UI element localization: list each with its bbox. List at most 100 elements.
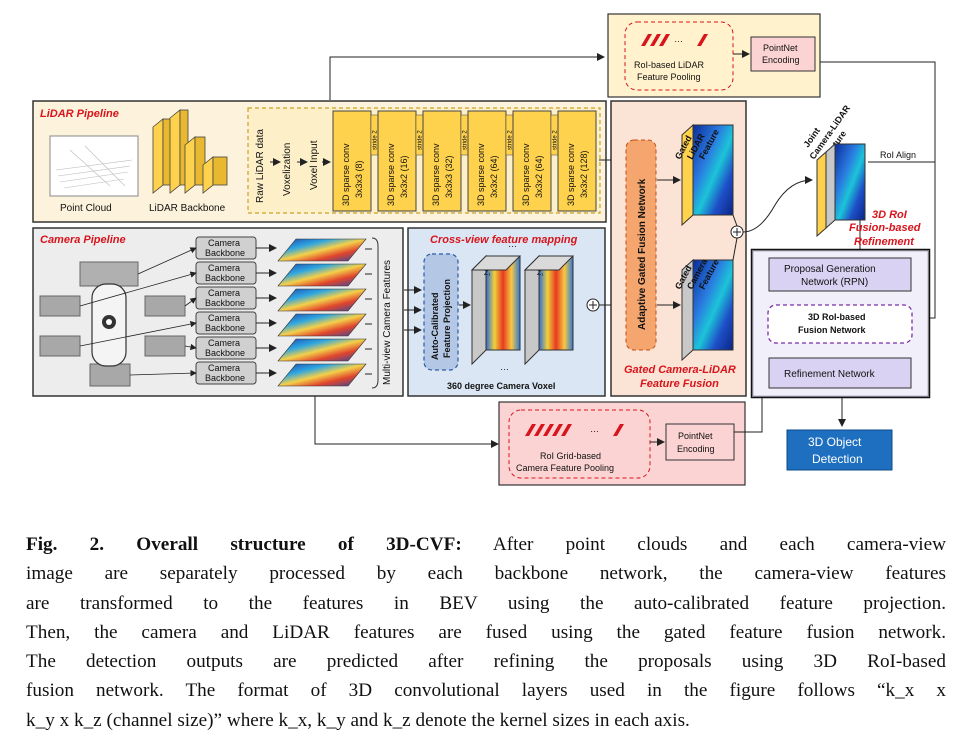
refine-title-1: 3D RoI (872, 209, 908, 221)
lidar-roi-ellipsis: … (674, 34, 683, 44)
caption-text-1: After point clouds and each camera-view (492, 534, 947, 555)
caption-line-3: are transformed to the features in BEV u… (26, 592, 946, 614)
camera-feature-map (277, 363, 367, 387)
detection-output-box (786, 429, 893, 471)
refine-title-3: Refinement (854, 236, 915, 248)
lidar-pipeline-panel: LiDAR Pipeline Point Cloud LiDAR Backbon… (32, 100, 607, 223)
stride-label: stride 2 (508, 130, 514, 150)
refinement-panel: Proposal Generation Network (RPN) 3D RoI… (750, 248, 931, 399)
rpn-label-1: Proposal Generation (784, 264, 876, 275)
gated-fusion-panel: Adaptive Gated Fusion Network Gated LiDA… (610, 100, 747, 397)
lidar-pipeline-title: LiDAR Pipeline (40, 108, 119, 120)
caption-line-2: image are separately processed by each b… (26, 563, 946, 585)
sparse-conv-name: 3D sparse conv (341, 143, 351, 206)
lidar-pool-label-2: Feature Pooling (637, 72, 701, 82)
camera-pointnet-label-2: Encoding (677, 444, 715, 454)
stride-label: stride 2 (463, 130, 469, 150)
camera-pointnet-label-1: PointNet (678, 431, 713, 441)
caption-label: Fig. 2. Overall structure of 3D-CVF: (26, 534, 462, 555)
roi-align-label: RoI Align (880, 150, 916, 160)
fusion-title-1: Gated Camera-LiDAR (624, 364, 736, 376)
sparse-conv-name: 3D sparse conv (431, 143, 441, 206)
stride-label: stride 2 (418, 130, 424, 150)
roi-fusion-label-2: Fusion Network (798, 325, 866, 335)
vehicle-camera-icon (39, 261, 186, 387)
sparse-conv-layer (512, 110, 552, 212)
camera-voxel-left (470, 254, 522, 366)
sparse-conv-spec: 3x3x2 (16) (399, 155, 409, 198)
fusion-title-2: Feature Fusion (640, 378, 719, 390)
output-label-2: Detection (812, 452, 863, 466)
lidar-pointnet-label-1: PointNet (763, 43, 798, 53)
point-cloud-image (49, 135, 139, 197)
refinement-network-box (768, 357, 912, 389)
joint-feature-map (816, 142, 866, 238)
cross-view-title: Cross-view feature mapping (430, 234, 578, 246)
sparse-conv-spec: 3x3x2 (64) (534, 155, 544, 198)
sparse-conv-layer (467, 110, 507, 212)
point-cloud-label: Point Cloud (60, 203, 112, 214)
sparse-conv-spec: 3x3x3 (32) (444, 155, 454, 198)
voxelization-label: Voxelization (282, 143, 293, 196)
joint-feature-area: Joint Camera-LiDAR Feature RoI Align 3D … (801, 103, 935, 248)
sparse-conv-spec: 3x3x2 (128) (579, 150, 589, 198)
roi-fusion-box (767, 304, 913, 344)
camera-backbone-label-2: Backbone (205, 298, 245, 308)
z-label-right: Z₁ (537, 270, 544, 277)
voxel-ellipsis-top: … (508, 239, 517, 249)
point-cloud-icon (55, 145, 133, 189)
caption-line-1: Fig. 2. Overall structure of 3D-CVF: Aft… (26, 530, 946, 559)
camera-feature-map (277, 313, 367, 337)
lidar-pointnet-label-2: Encoding (762, 55, 800, 65)
sparse-conv-layer (557, 110, 597, 212)
camera-pipeline-title: Camera Pipeline (40, 234, 126, 246)
caption-line-5: The detection outputs are predicted afte… (26, 651, 946, 673)
multiview-label: Multi-view Camera Features (382, 260, 393, 385)
camera-roi-ellipsis: … (590, 424, 599, 434)
camera-pipeline-panel: Camera Pipeline CameraBackboneCameraBack… (32, 227, 404, 397)
sparse-conv-name: 3D sparse conv (386, 143, 396, 206)
camera-pointnet-box (665, 423, 735, 461)
voxel-input-label: Voxel Input (309, 140, 320, 190)
refine-title-2: Fusion-based (849, 222, 921, 234)
roi-fusion-label-1: 3D RoI-based (808, 312, 866, 322)
camera-voxel-right (523, 254, 575, 366)
sparse-conv-spec: 3x3x2 (64) (489, 155, 499, 198)
camera-backbone-label-2: Backbone (205, 348, 245, 358)
caption-line-6: fusion network. The format of 3D convolu… (26, 680, 946, 702)
rpn-box (768, 257, 912, 292)
camera-pool-label-2: Camera Feature Pooling (516, 463, 614, 473)
voxel-ellipsis-bottom: … (500, 362, 509, 372)
adaptive-gated-fusion-box (625, 139, 657, 351)
lidar-roi-pooling-panel: … RoI-based LiDAR Feature Pooling PointN… (607, 13, 821, 98)
feature-projection-box (423, 253, 459, 371)
stride-label: stride 2 (373, 130, 379, 150)
camera-feature-map (277, 238, 367, 262)
caption-line-7: k_y x k_z (channel size)” where k_x, k_y… (26, 709, 690, 731)
camera-backbone-label-1: Camera (208, 238, 240, 248)
architecture-diagram: LiDAR Pipeline Point Cloud LiDAR Backbon… (32, 13, 936, 486)
sparse-conv-name: 3D sparse conv (566, 143, 576, 206)
refinement-network-label: Refinement Network (784, 369, 876, 380)
camera-backbone-label-1: Camera (208, 288, 240, 298)
lidar-roi-feature-icon (641, 34, 708, 46)
projection-label-1: Auto-Calibrated (430, 293, 440, 361)
camera-roi-pooling-panel: … RoI Grid-based Camera Feature Pooling … (498, 401, 760, 486)
camera-backbone-label-1: Camera (208, 263, 240, 273)
lidar-backbone-icon (152, 109, 228, 194)
camera-backbone-label-2: Backbone (205, 373, 245, 383)
camera-feature-map (277, 288, 367, 312)
figure-caption: Fig. 2. Overall structure of 3D-CVF: Aft… (26, 530, 946, 735)
lidar-backbone-label: LiDAR Backbone (149, 203, 226, 214)
sparse-conv-name: 3D sparse conv (521, 143, 531, 206)
projection-label-2: Feature Projection (442, 279, 452, 358)
lidar-pool-label-1: RoI-based LiDAR (634, 60, 705, 70)
fusion-network-label: Adaptive Gated Fusion Network (637, 178, 648, 330)
camera-backbone-label-1: Camera (208, 338, 240, 348)
cross-view-panel: Cross-view feature mapping Auto-Calibrat… (404, 227, 606, 397)
camera-backbone-label-2: Backbone (205, 273, 245, 283)
gated-camera-feature-map (681, 258, 734, 362)
sparse-conv-layer (422, 110, 462, 212)
sparse-conv-layer (377, 110, 417, 212)
